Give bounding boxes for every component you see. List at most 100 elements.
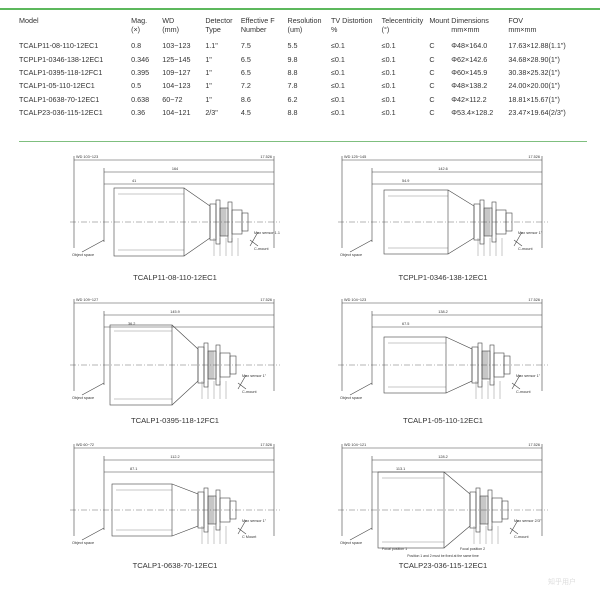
- label-max-sensor: Max sensor 1": [518, 231, 543, 235]
- label-mount: C Mount: [242, 535, 257, 539]
- table-cell: 6.5: [240, 54, 251, 64]
- table-cell: 0.346: [131, 54, 150, 64]
- table-cell: 7.5: [240, 41, 251, 51]
- table-cell: ≤0.1: [381, 94, 396, 104]
- table-cell: Φ53.4×128.2: [451, 108, 494, 118]
- table-cell: ≤0.1: [330, 81, 345, 91]
- column-header-line1: Dimensions: [451, 16, 489, 25]
- column-header-line1: Detector: [205, 16, 233, 25]
- column-header-line2: mm×mm: [451, 25, 480, 34]
- table-cell: 23.47×19.64(2/3"): [508, 108, 566, 118]
- dimension-wd: WD 104~121: [344, 443, 366, 447]
- table-cell: 2/3": [205, 108, 218, 118]
- watermark: 知乎用户: [548, 579, 576, 586]
- drawing-caption: TCALP23-036-115-12EC1: [398, 561, 488, 570]
- label-focal-position-1: Focal position 1: [382, 547, 407, 551]
- table-cell: Φ60×145.9: [451, 67, 488, 77]
- label-max-sensor: Max sensor 1.1": [254, 231, 280, 235]
- column-header-line1: Mag.: [131, 16, 148, 25]
- dimension-flange: 17.526: [528, 298, 540, 302]
- label-object-space: Object space: [72, 541, 94, 545]
- table-cell: 6.2: [287, 94, 298, 104]
- table-cell: 1": [205, 81, 212, 91]
- dimension-sub: 67.5: [402, 322, 409, 326]
- dimension-sub: 113.1: [396, 467, 405, 471]
- table-cell: C: [429, 108, 435, 118]
- dimension-flange: 17.526: [528, 443, 540, 447]
- column-header: Mag.(×): [131, 14, 162, 39]
- column-header-line1: Telecentricity: [381, 16, 424, 25]
- table-bottom-line: [19, 141, 587, 142]
- column-header-line2: (×): [131, 25, 141, 34]
- table-cell: 30.38×25.32(1"): [508, 67, 560, 77]
- table-cell: TCALP23-036-115-12EC1: [19, 108, 103, 118]
- table-cell: 4.5: [240, 108, 251, 118]
- column-header: Model: [19, 14, 131, 39]
- label-mount: C-mount: [514, 535, 530, 539]
- dimension-flange: 17.526: [260, 155, 272, 159]
- column-header-line2: Type: [205, 25, 221, 34]
- table-cell: ≤0.1: [381, 81, 396, 91]
- table-cell: 0.36: [131, 108, 146, 118]
- dimension-wd: WD 104~123: [344, 298, 366, 302]
- label-mount: C-mount: [518, 247, 534, 251]
- table-cell: 1": [205, 94, 212, 104]
- dimension-sub: 36.2: [128, 322, 135, 326]
- table-cell: ≤0.1: [330, 108, 345, 118]
- table-cell: ≤0.1: [381, 41, 396, 51]
- table-cell: 0.5: [131, 81, 142, 91]
- dimension-length: 128.2: [438, 455, 448, 459]
- label-mount: C-mount: [516, 390, 532, 394]
- label-mount: C-mount: [254, 247, 270, 251]
- label-mount: C-mount: [242, 390, 258, 394]
- table-cell: ≤0.1: [330, 54, 345, 64]
- table-cell: 24.00×20.00(1"): [508, 81, 560, 91]
- table-cell: 103~123: [162, 41, 191, 51]
- table-cell: 8.8: [287, 67, 298, 77]
- table-cell: 18.81×15.67(1"): [508, 94, 560, 104]
- table-cell: 1": [205, 67, 212, 77]
- table-cell: Φ62×142.6: [451, 54, 488, 64]
- column-header-line2: (°): [381, 25, 390, 34]
- table-cell: 125~145: [162, 54, 191, 64]
- column-header-line1: Model: [19, 16, 39, 25]
- drawing-caption: TCALP1-0395-118-12FC1: [130, 416, 220, 425]
- label-max-sensor: Max sensor 1": [242, 519, 267, 523]
- dimension-sub: 41: [132, 179, 136, 183]
- drawing-caption: TCALP1-0638-70-12EC1: [132, 561, 218, 570]
- table-cell: ≤0.1: [330, 67, 345, 77]
- dimension-sub: 87.1: [130, 467, 137, 471]
- table-cell: 17.63×12.88(1.1"): [508, 41, 566, 51]
- top-accent-line: [0, 8, 600, 10]
- table-cell: 8.6: [240, 94, 251, 104]
- table-cell: TCALP1-0395-118-12FC1: [19, 67, 103, 77]
- column-header-line1: TV Distortion: [330, 16, 373, 25]
- column-header-line2: Number: [240, 25, 267, 34]
- dimension-flange: 17.526: [260, 298, 272, 302]
- label-max-sensor: Max sensor 1": [242, 374, 267, 378]
- table-cell: 60~72: [162, 94, 183, 104]
- dimension-wd: WD 109~127: [76, 298, 98, 302]
- table-cell: TCALP1-05-110-12EC1: [19, 81, 95, 91]
- column-header-line2: %: [330, 25, 338, 34]
- dimension-length: 145.9: [170, 310, 180, 314]
- column-header-line1: WD: [162, 16, 175, 25]
- table-cell: C: [429, 67, 435, 77]
- table-cell: 0.8: [131, 41, 142, 51]
- table-cell: 34.68×28.90(1"): [508, 54, 560, 64]
